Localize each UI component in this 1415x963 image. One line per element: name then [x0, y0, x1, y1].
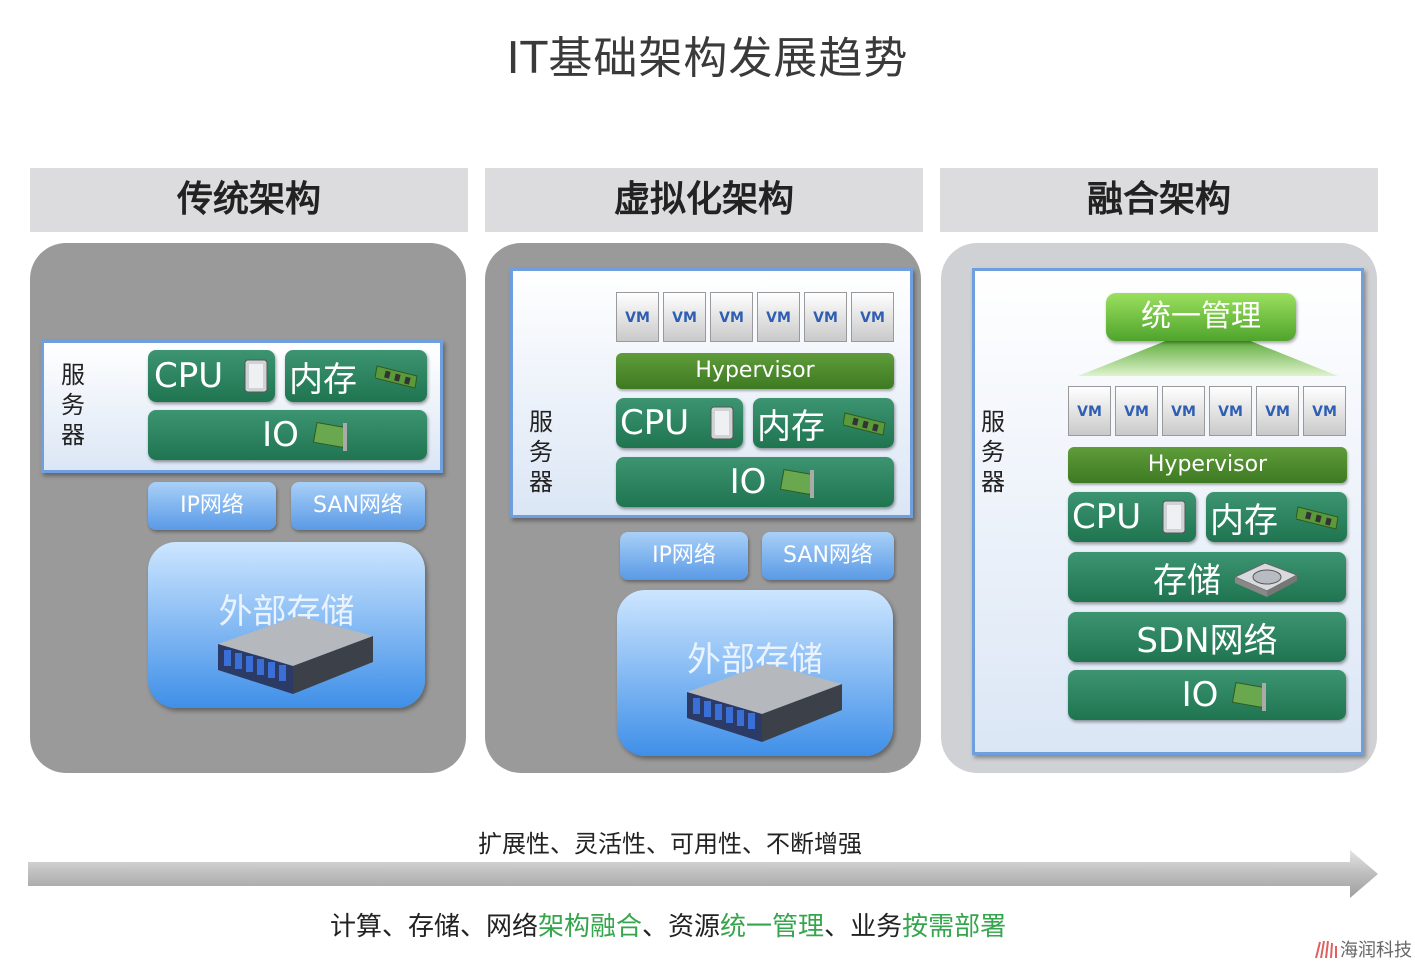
vm-box: VM [1162, 386, 1205, 436]
ram-stick-icon [375, 365, 418, 389]
vm-box: VM [757, 292, 800, 342]
io-block: IO [148, 410, 427, 460]
ram-stick-icon [1296, 506, 1339, 530]
management-beam [1078, 336, 1338, 376]
server-label: 服务器 [529, 408, 553, 496]
storage-label: 存储 [1153, 560, 1221, 601]
external-storage: 外部存储 [617, 590, 893, 756]
cpu-chip-icon [1162, 500, 1186, 534]
memory-block: 内存 [753, 398, 894, 448]
cpu-chip-icon [710, 406, 734, 440]
vm-box: VM [1303, 386, 1346, 436]
io-card-icon [780, 468, 815, 498]
cpu-chip-icon [244, 359, 268, 393]
unified-management: 统一管理 [1106, 293, 1296, 341]
vm-box: VM [616, 292, 659, 342]
io-label: IO [262, 415, 299, 455]
brand-logo: 海润科技 [1312, 936, 1412, 962]
ip-network: IP网络 [620, 532, 748, 580]
memory-label: 内存 [757, 406, 825, 447]
summary-part: 计算、存储、网络 [330, 912, 539, 942]
ip-network: IP网络 [148, 482, 276, 530]
vm-box: VM [663, 292, 706, 342]
memory-block: 内存 [1206, 492, 1347, 542]
server-label: 服务器 [61, 361, 85, 449]
hypervisor-block: Hypervisor [616, 353, 894, 389]
cpu-label: CPU [154, 356, 224, 396]
summary-highlight: 按需部署 [902, 912, 1007, 942]
vm-box: VM [851, 292, 894, 342]
vm-box: VM [1068, 386, 1111, 436]
io-label: IO [729, 462, 767, 502]
column-header-converged: 融合架构 [940, 168, 1378, 232]
hypervisor-block: Hypervisor [1068, 447, 1347, 483]
vm-box: VM [710, 292, 753, 342]
summary-text: 计算、存储、网络架构融合、资源统一管理、业务按需部署 [330, 906, 1006, 943]
storage-server-icon [218, 616, 373, 694]
summary-highlight: 架构融合 [538, 912, 643, 942]
sdn-network-label: SDN网络 [1136, 620, 1278, 661]
column-header-traditional: 传统架构 [30, 168, 468, 232]
cpu-block: CPU [616, 398, 743, 448]
io-block: IO [1068, 670, 1346, 720]
logo-text: 海润科技 [1340, 940, 1412, 961]
page-title: IT基础架构发展趋势 [506, 33, 909, 84]
memory-block: 内存 [285, 350, 427, 402]
io-block: IO [616, 457, 894, 507]
storage-server-icon [687, 664, 842, 742]
sdn-network-block: SDN网络 [1068, 612, 1346, 662]
cpu-block: CPU [1068, 492, 1196, 542]
memory-label: 内存 [1210, 500, 1278, 541]
vm-box: VM [1256, 386, 1299, 436]
column-header-virtual: 虚拟化架构 [485, 168, 923, 232]
vm-box: VM [1209, 386, 1252, 436]
io-card-icon [1232, 681, 1267, 711]
server-label: 服务器 [981, 408, 1005, 496]
cpu-label: CPU [1072, 497, 1142, 537]
summary-highlight: 统一管理 [720, 912, 825, 942]
cpu-block: CPU [148, 350, 275, 402]
io-label: IO [1181, 675, 1219, 715]
logo-icon [1315, 940, 1337, 959]
arrow-caption: 扩展性、灵活性、可用性、不断增强 [478, 830, 862, 858]
memory-label: 内存 [289, 359, 357, 400]
cpu-label: CPU [620, 403, 690, 443]
storage-block: 存储 [1068, 552, 1346, 602]
vm-box: VM [1115, 386, 1158, 436]
summary-part: 、资源 [642, 912, 721, 942]
io-card-icon [312, 421, 347, 451]
summary-part: 、业务 [824, 912, 903, 942]
san-network: SAN网络 [291, 482, 425, 530]
external-storage: 外部存储 [148, 542, 425, 708]
trend-arrow [28, 850, 1378, 898]
vm-box: VM [804, 292, 847, 342]
ram-stick-icon [843, 412, 886, 436]
hard-disk-icon [1233, 562, 1299, 597]
san-network: SAN网络 [762, 532, 894, 580]
